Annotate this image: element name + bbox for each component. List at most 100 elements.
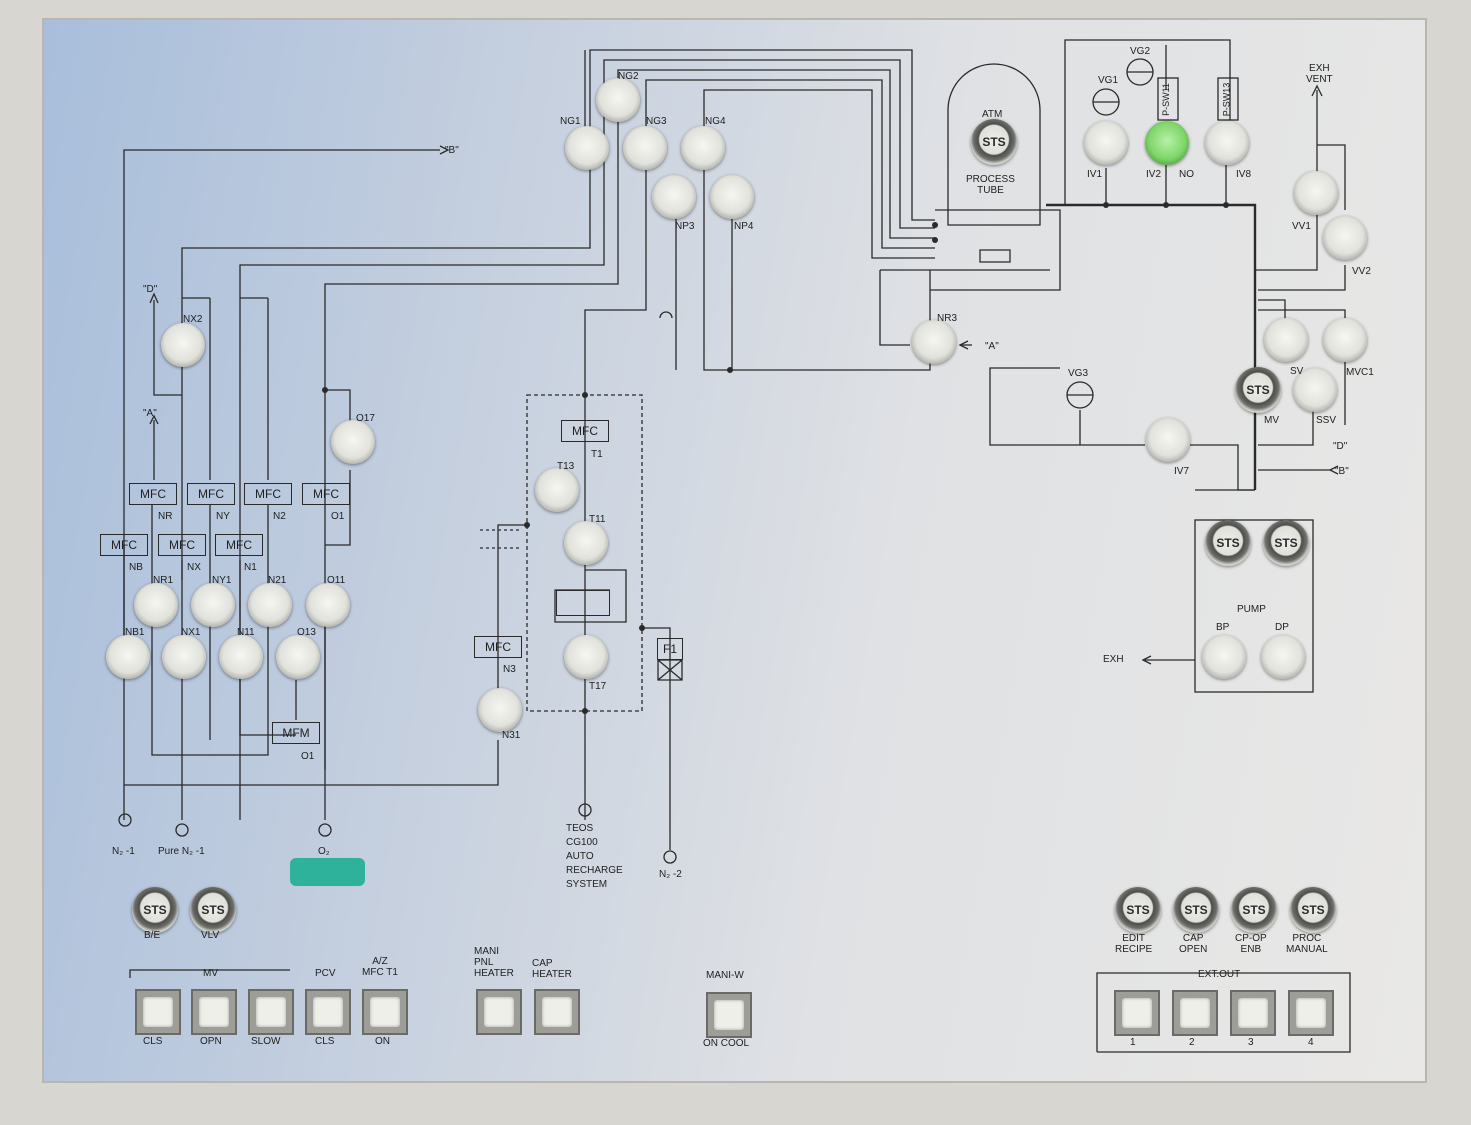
pump-dp-button[interactable] bbox=[1261, 635, 1305, 679]
mv-cls-button[interactable] bbox=[135, 989, 181, 1035]
cap-open-sts-button[interactable]: STS bbox=[1173, 887, 1219, 933]
valve-iv1-button[interactable] bbox=[1084, 121, 1128, 165]
ext-out-4-button[interactable] bbox=[1288, 990, 1334, 1036]
valve-t17-button[interactable] bbox=[564, 635, 608, 679]
valve-n21-button[interactable] bbox=[248, 583, 292, 627]
valve-o11-button[interactable] bbox=[306, 583, 350, 627]
valve-ng2-button[interactable] bbox=[596, 78, 640, 122]
edit-recipe-sts-button[interactable]: STS bbox=[1115, 887, 1161, 933]
cp-op-enb-sts-button[interactable]: STS bbox=[1231, 887, 1277, 933]
valve-vv2-button[interactable] bbox=[1323, 216, 1367, 260]
label-vg1: VG1 bbox=[1098, 75, 1119, 86]
mv-opn-button[interactable] bbox=[191, 989, 237, 1035]
mani-pnl-heater-button[interactable] bbox=[476, 989, 522, 1035]
label-cls-2: CLS bbox=[315, 1036, 335, 1047]
label-mv-group: MV bbox=[203, 968, 218, 979]
label-ng2: NG2 bbox=[618, 71, 639, 82]
mv-sts-button[interactable]: STS bbox=[1235, 367, 1281, 413]
valve-iv7-button[interactable] bbox=[1146, 418, 1190, 462]
valve-ng4-button[interactable] bbox=[681, 126, 725, 170]
label-nx1: NX1 bbox=[181, 627, 201, 638]
label-t1: T1 bbox=[591, 449, 603, 460]
pump-sts-2-button[interactable]: STS bbox=[1263, 520, 1309, 566]
valve-sv-button[interactable] bbox=[1264, 318, 1308, 362]
ext-out-1-button[interactable] bbox=[1114, 990, 1160, 1036]
valve-iv8-button[interactable] bbox=[1205, 121, 1249, 165]
label-d-arrow-right: "D" bbox=[1333, 441, 1348, 452]
valve-mvc1-button[interactable] bbox=[1323, 318, 1367, 362]
label-n2-1: N₂ -1 bbox=[112, 846, 135, 857]
pump-bp-button[interactable] bbox=[1202, 635, 1246, 679]
valve-n11-button[interactable] bbox=[219, 635, 263, 679]
mfc-n3-box: MFC bbox=[474, 636, 522, 658]
label-exh-vent: EXH VENT bbox=[1306, 63, 1333, 85]
mani-w-button[interactable] bbox=[706, 992, 752, 1038]
valve-nx1-button[interactable] bbox=[162, 635, 206, 679]
valve-vv1-button[interactable] bbox=[1294, 171, 1338, 215]
label-ext-2: 2 bbox=[1189, 1037, 1195, 1048]
label-sv: SV bbox=[1290, 366, 1304, 377]
label-edit-recipe: EDIT RECIPE bbox=[1115, 933, 1153, 955]
label-n21: N21 bbox=[268, 575, 287, 586]
valve-ng1-button[interactable] bbox=[565, 126, 609, 170]
valve-o17-button[interactable] bbox=[331, 420, 375, 464]
label-ext-1: 1 bbox=[1130, 1037, 1136, 1048]
label-nb: NB bbox=[129, 562, 143, 573]
label-slow: SLOW bbox=[251, 1036, 281, 1047]
mfc-nx-box: MFC bbox=[158, 534, 206, 556]
be-sts-button[interactable]: STS bbox=[132, 887, 178, 933]
label-mani-w: MANI-W bbox=[706, 970, 744, 981]
mfc-nr-box: MFC bbox=[129, 483, 177, 505]
valve-ng3-button[interactable] bbox=[623, 126, 667, 170]
label-t11: T11 bbox=[589, 514, 606, 525]
label-ssv: SSV bbox=[1316, 415, 1337, 426]
label-mani-pnl-heater: MANI PNL HEATER bbox=[474, 946, 514, 979]
label-n11: N11 bbox=[237, 627, 255, 638]
valve-np4-button[interactable] bbox=[710, 175, 754, 219]
ext-out-2-button[interactable] bbox=[1172, 990, 1218, 1036]
pump-sts-1-button[interactable]: STS bbox=[1205, 520, 1251, 566]
mfc-ny-box: MFC bbox=[187, 483, 235, 505]
cap-heater-button[interactable] bbox=[534, 989, 580, 1035]
mv-slow-button[interactable] bbox=[248, 989, 294, 1035]
valve-nx2-button[interactable] bbox=[161, 323, 205, 367]
valve-n31-button[interactable] bbox=[478, 688, 522, 732]
label-ext-3: 3 bbox=[1248, 1037, 1254, 1048]
label-a-arrow: "A" bbox=[143, 408, 157, 419]
valve-ny1-button[interactable] bbox=[191, 583, 235, 627]
label-pcv: PCV bbox=[315, 968, 336, 979]
pcv-cls-button[interactable] bbox=[305, 989, 351, 1035]
ext-out-3-button[interactable] bbox=[1230, 990, 1276, 1036]
proc-manual-sts-button[interactable]: STS bbox=[1290, 887, 1336, 933]
label-nb1: NB1 bbox=[125, 627, 145, 638]
label-n2: N2 bbox=[273, 511, 286, 522]
valve-iv2-button[interactable] bbox=[1145, 121, 1189, 165]
valve-nr1-button[interactable] bbox=[134, 583, 178, 627]
valve-np3-button[interactable] bbox=[652, 175, 696, 219]
valve-o13-button[interactable] bbox=[276, 635, 320, 679]
valve-ssv-button[interactable] bbox=[1293, 368, 1337, 412]
valve-t13-button[interactable] bbox=[535, 468, 579, 512]
az-mfc-on-button[interactable] bbox=[362, 989, 408, 1035]
label-ext-out: EXT.OUT bbox=[1198, 969, 1241, 980]
valve-nr3-button[interactable] bbox=[912, 320, 956, 364]
atm-sts-button[interactable]: STS bbox=[971, 119, 1017, 165]
label-ny: NY bbox=[216, 511, 230, 522]
valve-t11-button[interactable] bbox=[564, 521, 608, 565]
label-n1: N1 bbox=[244, 562, 257, 573]
label-az-mfc: A/Z MFC T1 bbox=[362, 956, 398, 978]
label-teos-system: TEOS CG100 AUTO RECHARGE SYSTEM bbox=[566, 823, 623, 890]
vlv-sts-button[interactable]: STS bbox=[190, 887, 236, 933]
label-nx: NX bbox=[187, 562, 201, 573]
label-ng3: NG3 bbox=[646, 116, 667, 127]
label-vv2: VV2 bbox=[1352, 266, 1371, 277]
filter-f1-box: F1 bbox=[657, 638, 683, 660]
mfc-nb-box: MFC bbox=[100, 534, 148, 556]
valve-nb1-button[interactable] bbox=[106, 635, 150, 679]
label-vg2: VG2 bbox=[1130, 46, 1151, 57]
label-b-arrow-right: "B" bbox=[1335, 466, 1349, 477]
label-o2: O₂ bbox=[318, 846, 330, 857]
teal-marker-tag bbox=[290, 858, 365, 886]
label-mvc1: MVC1 bbox=[1346, 367, 1374, 378]
